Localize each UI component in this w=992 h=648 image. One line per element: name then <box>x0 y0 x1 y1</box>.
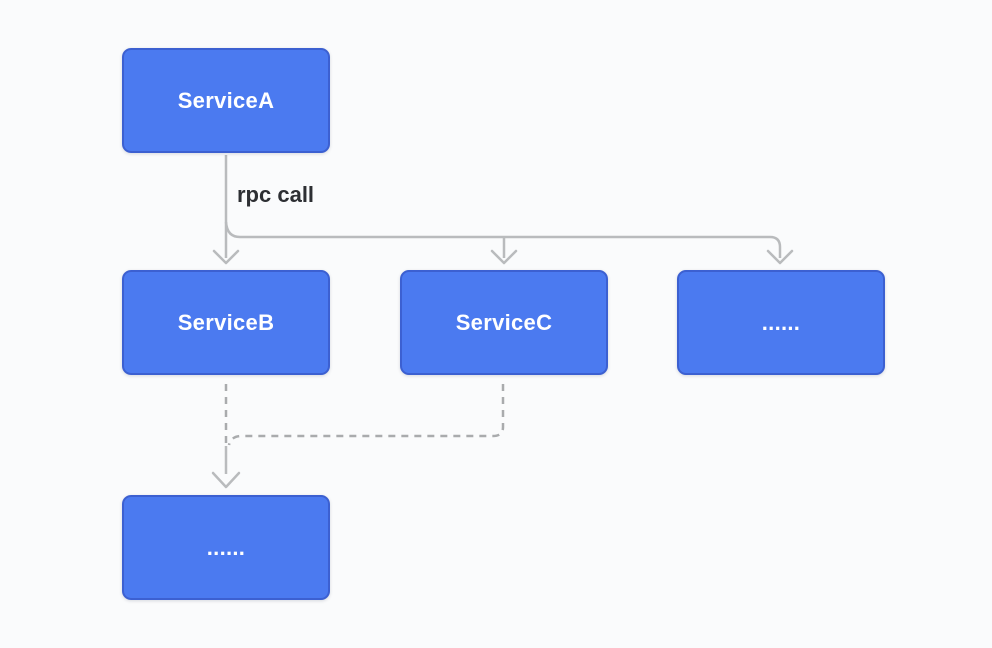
arrowhead-to-serviceC-icon <box>490 249 518 265</box>
node-more-bottom-label: ...... <box>206 534 246 560</box>
node-more-right-label: ...... <box>761 309 801 335</box>
node-serviceB-label: ServiceB <box>177 309 275 335</box>
edge-c-merge-dashed <box>227 384 505 446</box>
arrowhead-to-more-right-icon <box>766 249 794 265</box>
node-serviceC: ServiceC <box>400 270 608 375</box>
edge-label-rpc-call: rpc call <box>237 182 315 207</box>
node-serviceA-label: ServiceA <box>177 87 275 113</box>
node-serviceC-label: ServiceC <box>455 309 553 335</box>
arrowhead-to-serviceB-icon <box>212 249 240 265</box>
edge-a-branch-line <box>224 221 782 258</box>
node-serviceA: ServiceA <box>122 48 330 153</box>
node-more-bottom: ...... <box>122 495 330 600</box>
arrowhead-to-more-bottom-icon <box>211 471 241 489</box>
node-serviceB: ServiceB <box>122 270 330 375</box>
node-more-right: ...... <box>677 270 885 375</box>
